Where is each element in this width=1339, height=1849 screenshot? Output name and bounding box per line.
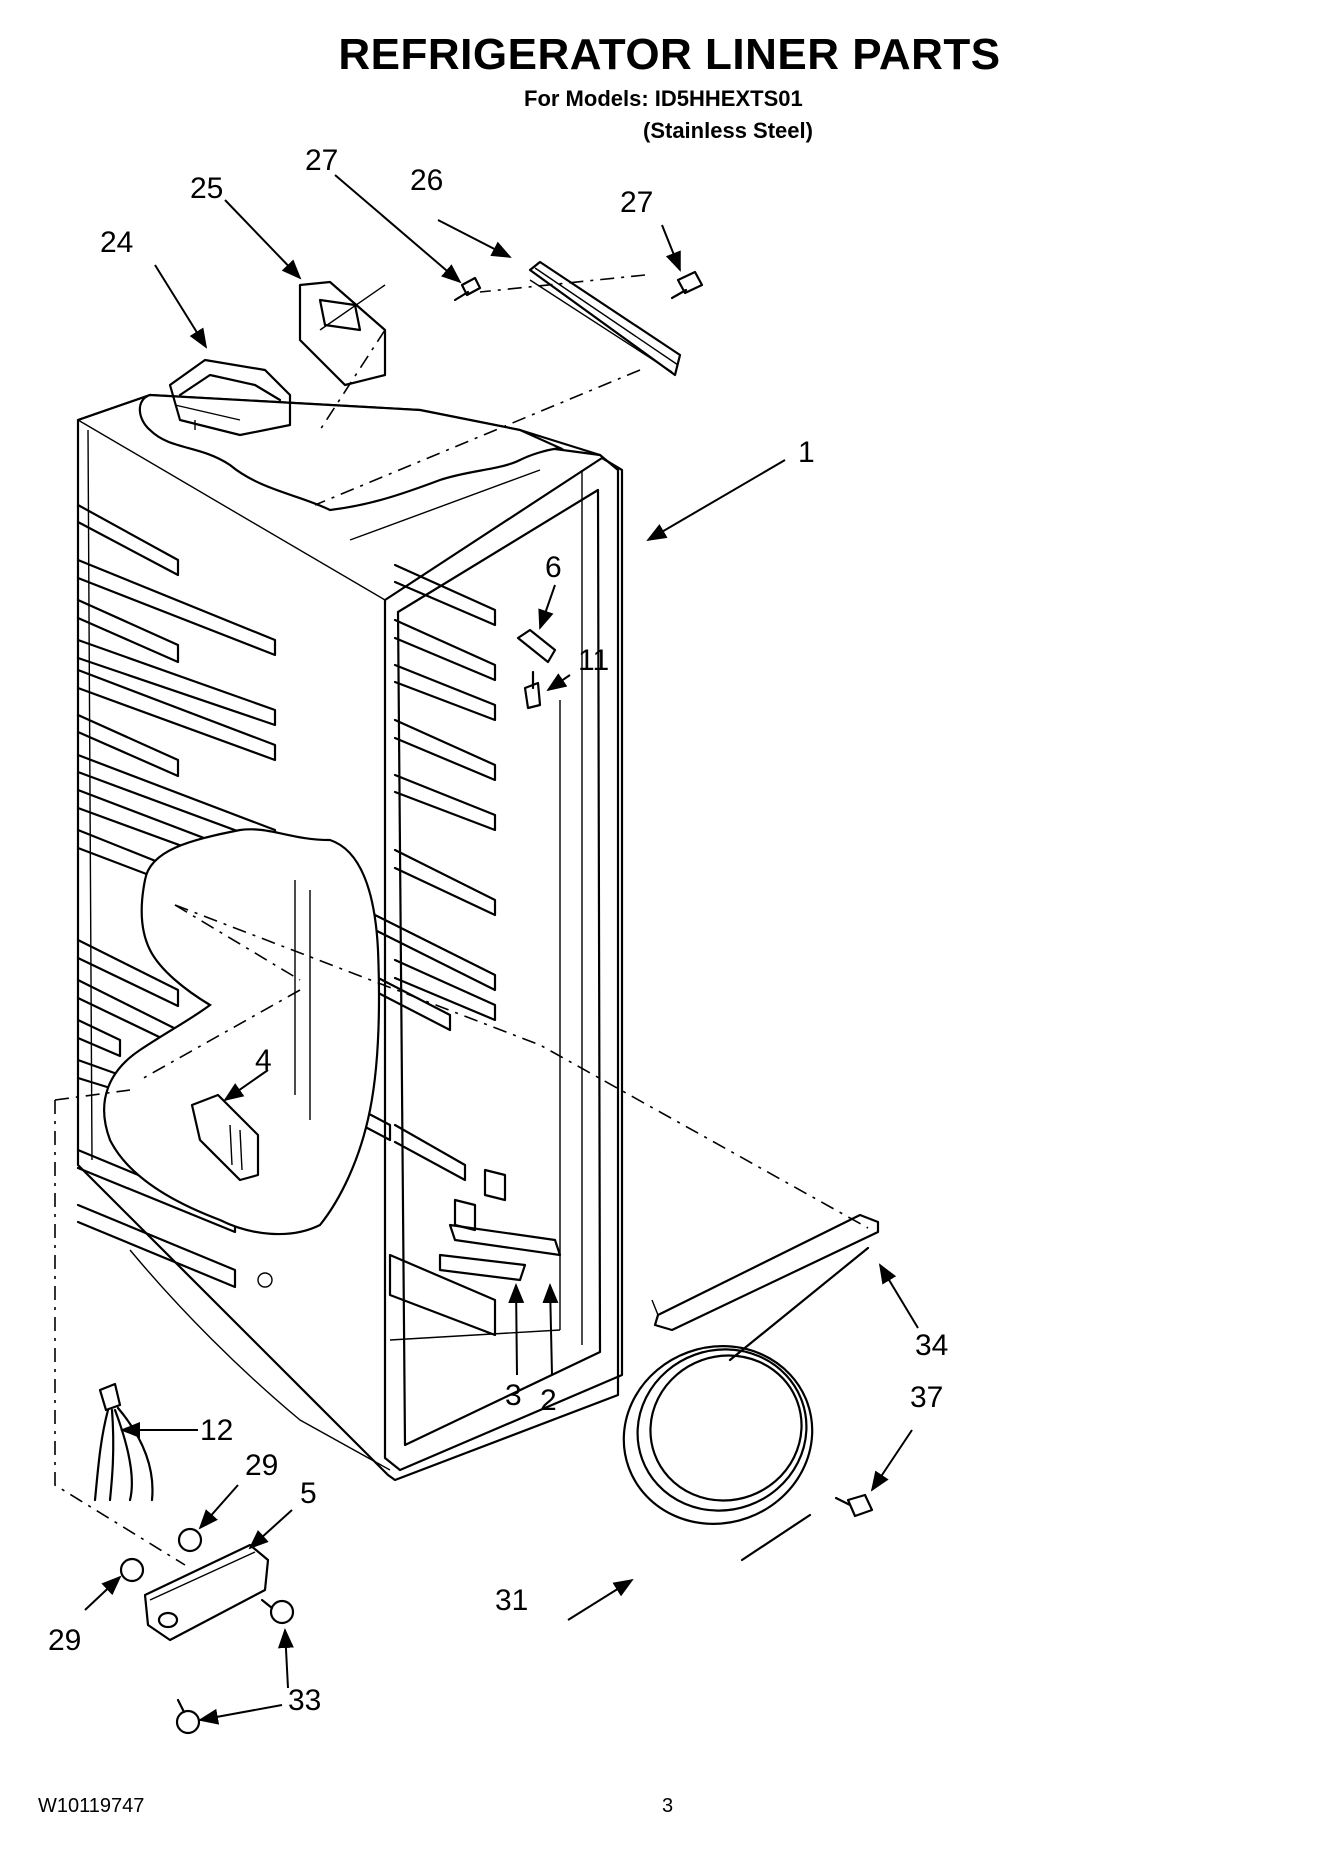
part-27-screw-a [453, 276, 482, 302]
callout-24: 24 [100, 226, 133, 259]
callout-27-top-right: 27 [620, 186, 653, 219]
page-number: 3 [662, 1795, 674, 1817]
part-24-control-housing [168, 358, 292, 437]
callout-27-top-left: 27 [305, 144, 338, 177]
callout-5: 5 [300, 1477, 317, 1510]
part-29-grommet-upper [177, 1527, 203, 1553]
callout-34: 34 [915, 1329, 948, 1362]
callout-4: 4 [255, 1044, 272, 1077]
part-6-clip [516, 628, 557, 664]
callout-33: 33 [288, 1684, 321, 1717]
part-27-screw-b [670, 270, 704, 300]
finish-line: (Stainless Steel) [643, 118, 813, 143]
part-31-tubing [622, 1246, 870, 1562]
callout-2: 2 [540, 1384, 557, 1417]
part-37-screw [834, 1493, 874, 1518]
callout-3: 3 [505, 1379, 522, 1412]
leader-arrows [84, 174, 919, 1725]
callout-29-upper: 29 [245, 1449, 278, 1482]
callout-26: 26 [410, 164, 443, 197]
assembly-lines [54, 274, 869, 1566]
bracket-slots [257, 1168, 562, 1288]
page-title: REFRIGERATOR LINER PARTS [338, 30, 1001, 79]
callout-11: 11 [578, 644, 609, 677]
liner-body [76, 393, 624, 1482]
document-number: W10119747 [38, 1795, 145, 1817]
callout-31: 31 [495, 1584, 528, 1617]
part-34-rail [651, 1213, 880, 1332]
callout-1: 1 [798, 436, 815, 469]
callout-12: 12 [200, 1414, 233, 1447]
part-12-harness [93, 1382, 154, 1502]
part-11-screw [523, 670, 542, 710]
part-25-bracket [298, 280, 387, 387]
part-29-grommet-lower [119, 1557, 145, 1583]
callout-29-lower: 29 [48, 1624, 81, 1657]
callout-6: 6 [545, 551, 562, 584]
shelf-rails-right [293, 563, 497, 1182]
part-5-light-housing [143, 1543, 270, 1642]
models-line: For Models: ID5HHEXTS01 [524, 86, 803, 111]
callout-25: 25 [190, 172, 223, 205]
part-4-cover [190, 1093, 260, 1182]
part-26-gasket-strip [528, 260, 682, 377]
callout-37: 37 [910, 1381, 943, 1414]
